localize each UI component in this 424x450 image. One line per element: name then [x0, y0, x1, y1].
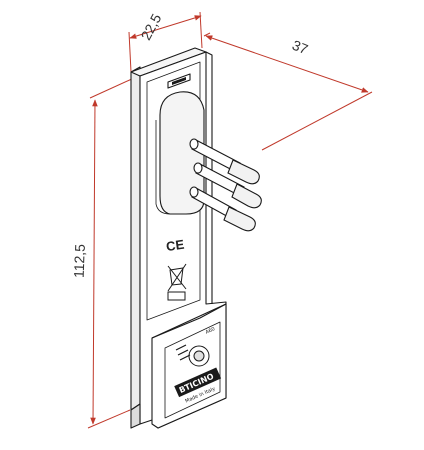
lower-block-inner [164, 321, 221, 419]
top-slot-inner [172, 77, 186, 85]
plug-housing-rim [155, 120, 171, 215]
width-extension-right [199, 11, 203, 49]
body-side-face [130, 66, 141, 411]
depth-extension-top [203, 32, 211, 37]
pin-bottom-shaft-end [189, 186, 199, 198]
height-extension-top [89, 77, 135, 99]
pin-bottom [189, 186, 256, 232]
width-dimension-label: 22,5 [137, 11, 164, 43]
ce-mark: CE [165, 237, 185, 254]
pin-middle [193, 162, 262, 209]
height-dimension-label: 112,5 [71, 243, 88, 278]
pin-top [189, 138, 260, 185]
earth-symbol-icon [175, 344, 191, 361]
body-back-edge [205, 51, 213, 304]
front-inner-border [146, 61, 201, 321]
pin-top-shaft-end [189, 138, 199, 150]
depth-dimension-line [205, 35, 369, 93]
weee-bin-icon [167, 263, 187, 301]
lower-block [151, 303, 227, 429]
terminal-screw [188, 345, 210, 367]
corner-code-label: A60 [205, 326, 216, 335]
dimension-lines [87, 11, 373, 429]
width-dimension-line [129, 15, 202, 39]
depth-extension-tip [261, 91, 373, 151]
height-extension-bottom [87, 409, 131, 429]
height-dimension-line [90, 99, 98, 425]
plug-pins [189, 138, 262, 232]
lower-block-ledge [151, 303, 227, 339]
depth-dimension-label: 37 [290, 37, 311, 58]
pin-middle-shaft-end [193, 162, 203, 174]
bottom-rim [130, 403, 141, 429]
